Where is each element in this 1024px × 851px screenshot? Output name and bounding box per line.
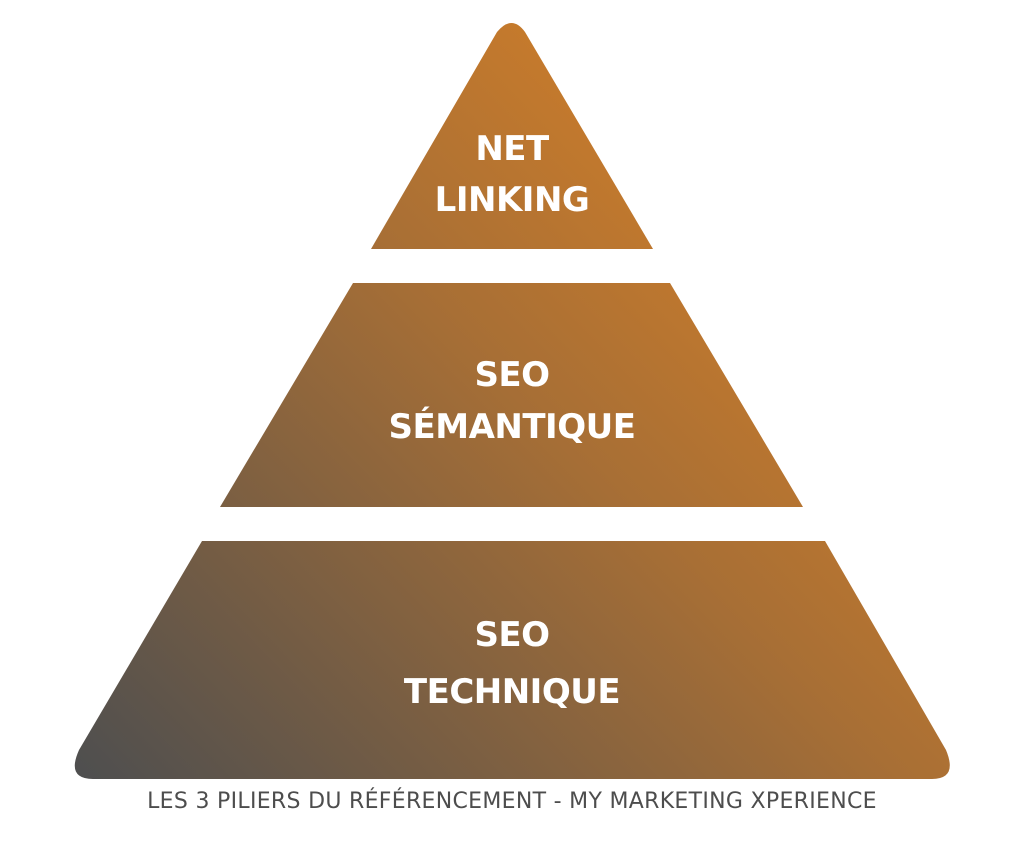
tier-middle-label-line1: SEO — [474, 355, 549, 395]
tier-bottom-label-line1: SEO — [474, 615, 549, 655]
tier-bottom-seo-technique — [74, 541, 950, 779]
tier-middle-label-line2: SÉMANTIQUE — [389, 406, 636, 447]
tier-top-label-line1: NET — [475, 129, 550, 169]
diagram-caption: LES 3 PILIERS DU RÉFÉRENCEMENT - MY MARK… — [147, 789, 877, 814]
tier-bottom-label-line2: TECHNIQUE — [404, 672, 620, 712]
tier-top-net-linking — [371, 23, 653, 249]
tier-top-label-line2: LINKING — [435, 180, 590, 220]
tier-middle-seo-semantique — [220, 283, 803, 507]
